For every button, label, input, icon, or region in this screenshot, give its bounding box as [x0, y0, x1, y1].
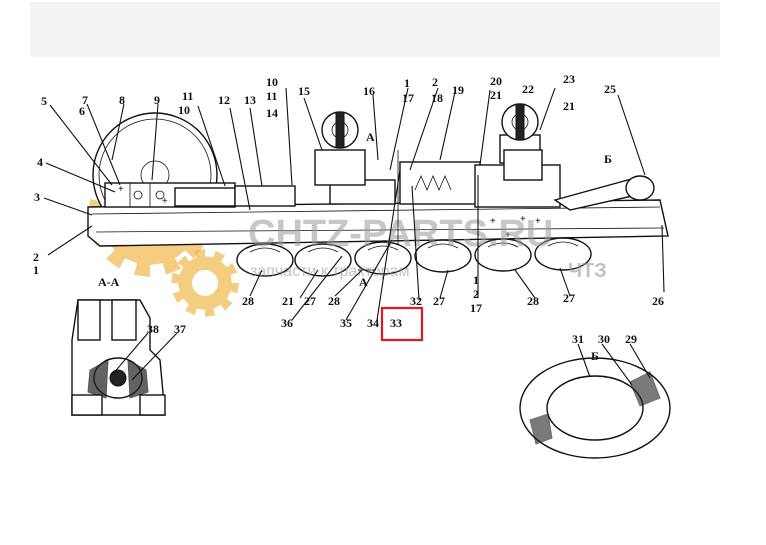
callout-label: 14 — [266, 106, 278, 120]
callout-label: 27 — [433, 294, 445, 308]
callout-label: 38 — [147, 322, 159, 336]
track-frame-assembly: + + + + + + — [87, 103, 669, 277]
callout-label: 17 — [470, 301, 482, 315]
callout-label: 13 — [244, 93, 256, 107]
callout-label: 28 — [527, 294, 539, 308]
callout-label: 2 — [473, 287, 479, 301]
callout-label: 31 — [572, 332, 584, 346]
track-rollers — [236, 237, 592, 277]
section-aa-view: А-А — [71, 275, 166, 416]
callout-label: 10 — [178, 103, 190, 117]
highlight-label[interactable]: 33 — [390, 316, 402, 330]
highlight-box[interactable] — [380, 306, 424, 342]
watermark-mark: ЧТЗ — [568, 260, 607, 282]
callout-label: 36 — [281, 316, 293, 330]
callout-label: 20 — [490, 74, 502, 88]
faint-background-drawing — [30, 2, 720, 57]
callout-label: 10 — [266, 75, 278, 89]
callout-label: 19 — [452, 83, 464, 97]
callout-label: 25 — [604, 82, 616, 96]
callout-label: 16 — [363, 84, 375, 98]
callout-label: Б — [591, 349, 599, 363]
callout-label: Б — [604, 152, 612, 166]
callout-label: 32 — [410, 294, 422, 308]
callout-label: 12 — [218, 93, 230, 107]
section-aa-title: А-А — [98, 275, 120, 289]
callout-label: 4 — [37, 155, 43, 169]
callout-label: 1 — [404, 76, 410, 90]
gear-icon — [171, 249, 239, 317]
svg-text:+: + — [118, 184, 124, 195]
callout-label: 30 — [598, 332, 610, 346]
callout-label: 7 — [82, 93, 88, 107]
callout-label: 21 — [563, 99, 575, 113]
callout-label: 2 — [432, 75, 438, 89]
callout-label: 8 — [119, 93, 125, 107]
svg-text:+: + — [505, 230, 511, 241]
callout-label: 37 — [174, 322, 186, 336]
leader-lines — [43, 87, 665, 386]
callout-label: 6 — [79, 104, 85, 118]
callout-label: 17 — [402, 91, 414, 105]
callout-label: 21 — [490, 88, 502, 102]
callout-label: 29 — [625, 332, 637, 346]
callout-label: 22 — [522, 82, 534, 96]
callout-label: 28 — [328, 294, 340, 308]
callout-label: 28 — [242, 294, 254, 308]
watermark-brand: CHTZ-PARTS.RU — [248, 213, 553, 255]
callout-labels: 1 2 3 4 5 6 7 8 9 11 10 12 13 10 11 14 1… — [33, 72, 664, 363]
callout-label: 5 — [41, 94, 47, 108]
callout-label: 21 — [282, 294, 294, 308]
callout-label: 1 — [473, 273, 479, 287]
callout-label: 23 — [563, 72, 575, 86]
callout-label: 3 — [34, 190, 40, 204]
callout-label: 27 — [563, 291, 575, 305]
callout-label: 18 — [431, 91, 443, 105]
callout-label: 1 — [33, 263, 39, 277]
svg-text:+: + — [162, 196, 168, 207]
view-b-detail — [519, 357, 671, 459]
callout-label: 27 — [304, 294, 316, 308]
svg-text:+: + — [490, 216, 496, 227]
callout-label: А — [359, 275, 368, 289]
callout-label: 35 — [340, 316, 352, 330]
callout-label: 11 — [182, 89, 193, 103]
callout-label: 2 — [33, 250, 39, 264]
callout-label: 15 — [298, 84, 310, 98]
callout-label: 26 — [652, 294, 664, 308]
svg-text:+: + — [520, 214, 526, 225]
highlighted-part-callout[interactable]: 33 — [380, 306, 424, 342]
callout-label: 34 — [367, 316, 379, 330]
callout-label: 11 — [266, 89, 277, 103]
callout-label: А — [366, 130, 375, 144]
callout-label: 9 — [154, 93, 160, 107]
svg-text:+: + — [535, 216, 541, 227]
